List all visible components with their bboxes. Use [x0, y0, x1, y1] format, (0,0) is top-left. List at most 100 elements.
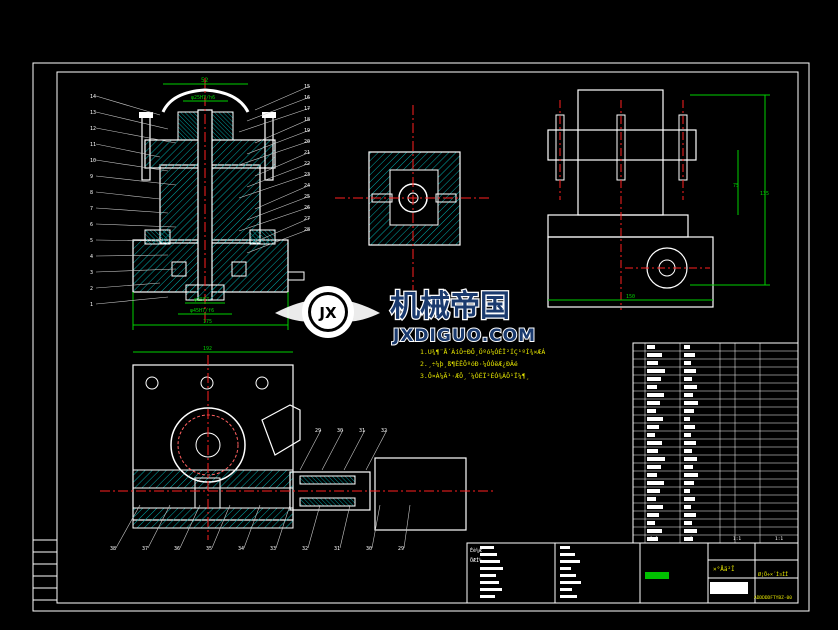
part-label-bottom: 37: [142, 546, 148, 552]
part-label-bottom: 32: [302, 546, 308, 552]
leader-line: [307, 504, 321, 549]
title-scale-cell-1: 1:1: [650, 536, 658, 542]
part-label-bottom: 36: [174, 546, 180, 552]
leader-line: [246, 96, 311, 122]
leader-line: [147, 504, 171, 549]
part-label-left: 4: [90, 254, 93, 260]
part-label-group: 1413121110987654321151617181920212223242…: [90, 84, 404, 552]
title-school-line: Ø¦Ö÷×´Ì¤ÍÎ: [758, 570, 788, 578]
leader-line: [238, 173, 311, 199]
leader-line: [403, 504, 411, 549]
leader-line: [343, 429, 366, 471]
watermark-title: 机械帝国: [390, 289, 510, 324]
part-label-right: 28: [304, 227, 310, 233]
part-label-right: 19: [304, 128, 310, 134]
part-label-left: 3: [90, 270, 93, 276]
part-label-bottom: 30: [366, 546, 372, 552]
dim-base-width: 175: [203, 319, 212, 325]
part-label-right: 23: [304, 172, 310, 178]
part-label-left: 13: [90, 110, 96, 116]
title-scale-cell-4: 1:1: [775, 536, 783, 542]
dim-top-width: 52: [201, 77, 209, 84]
leader-line: [95, 239, 161, 242]
part-label-right: 17: [304, 106, 310, 112]
leader-line: [254, 184, 311, 210]
dim-bottom-a: φ25F7: [194, 297, 209, 303]
part-label-bottom: 33: [270, 546, 276, 552]
leader-line: [95, 282, 161, 289]
part-label-right: 27: [304, 216, 310, 222]
leader-line: [371, 504, 381, 549]
part-label-right: 15: [304, 84, 310, 90]
part-label-right: 26: [304, 205, 310, 211]
leader-line: [95, 254, 169, 257]
part-label-plan: 29: [315, 428, 321, 434]
leader-line: [95, 95, 161, 116]
leader-line: [95, 268, 177, 273]
section-view: [132, 78, 305, 330]
svg-text:JX: JX: [318, 304, 337, 322]
part-label-left: 6: [90, 222, 93, 228]
part-label-bottom: 31: [334, 546, 340, 552]
margin-table: [33, 551, 57, 589]
part-label-left: 1: [90, 302, 93, 308]
part-label-right: 20: [304, 139, 310, 145]
leader-line: [95, 207, 169, 214]
inner-frame: [56, 71, 799, 604]
parts-list-table: [632, 342, 799, 544]
tech-note-1: 1.U¾­¶¨Å´ÀíÖ÷ÐÔ¸Öºó¼ÓÉÏ²ÍÇ¹ºÍ¾×ÆÁ: [420, 347, 545, 356]
part-label-bottom: 35: [206, 546, 212, 552]
dim-side-total: 135: [760, 191, 769, 197]
dim-side-bottom: 150: [626, 294, 635, 300]
part-label-bottom: 38: [110, 546, 116, 552]
leader-line: [95, 127, 177, 144]
watermark-subtitle: JXDIGUO.COM: [392, 326, 536, 346]
title-highlight-cell-3: [710, 582, 748, 594]
leader-line: [95, 191, 161, 200]
side-view: [547, 89, 770, 310]
part-label-left: 7: [90, 206, 93, 212]
jx-gear-emblem-icon: JX: [275, 286, 380, 338]
part-label-right: 21: [304, 150, 310, 156]
title-block: [466, 542, 799, 604]
part-label-bottom: 29: [398, 546, 404, 552]
part-label-left: 5: [90, 238, 93, 244]
leader-line: [95, 159, 169, 172]
title-scale-cell-3: 1:1: [733, 536, 741, 542]
dim-plan-width: 192: [203, 346, 212, 352]
title-row-label-b: ÖÆÍ¼: [470, 556, 482, 564]
leader-line: [299, 429, 322, 471]
leader-line: [246, 228, 311, 254]
part-label-right: 24: [304, 183, 310, 189]
leader-line: [254, 151, 311, 177]
part-label-left: 10: [90, 158, 96, 164]
part-label-left: 2: [90, 286, 93, 292]
leader-line: [95, 296, 169, 305]
part-label-right: 25: [304, 194, 310, 200]
leader-line: [339, 504, 351, 549]
part-label-plan: 31: [359, 428, 365, 434]
part-label-plan: 30: [337, 428, 343, 434]
leader-line: [95, 111, 169, 130]
binding-margin-strip: [32, 539, 58, 601]
title-sheet-code: ADDDDDFTYBZ-00: [754, 595, 792, 601]
title-drawing-name: ×°Åä²Î: [713, 566, 735, 573]
leader-line: [254, 85, 311, 111]
part-label-left: 11: [90, 142, 96, 148]
outer-frame: [32, 62, 810, 612]
tech-note-2: 2.¸÷¼þ¸ß¶ÈÊÔºóÐ·¼ÓÓëÆ¿ÐÂé: [420, 359, 518, 368]
leader-line: [95, 175, 177, 186]
local-section-view: [335, 105, 490, 290]
part-label-right: 22: [304, 161, 310, 167]
dim-side-height: 75: [733, 183, 739, 189]
leader-line: [179, 504, 201, 549]
title-highlight-cell-2: [657, 572, 669, 579]
plan-view: [100, 351, 495, 540]
part-label-left: 9: [90, 174, 93, 180]
leader-line: [211, 504, 231, 549]
leader-line: [238, 206, 311, 232]
tech-note-3: 3.Ô¤À¼Ã¹·ÆÔ¸´¼ÓÉÏ²ÉÓ¾ÀÕ¹Ï¼¶¸: [420, 371, 530, 380]
leader-line: [246, 129, 311, 155]
part-label-right: 18: [304, 117, 310, 123]
